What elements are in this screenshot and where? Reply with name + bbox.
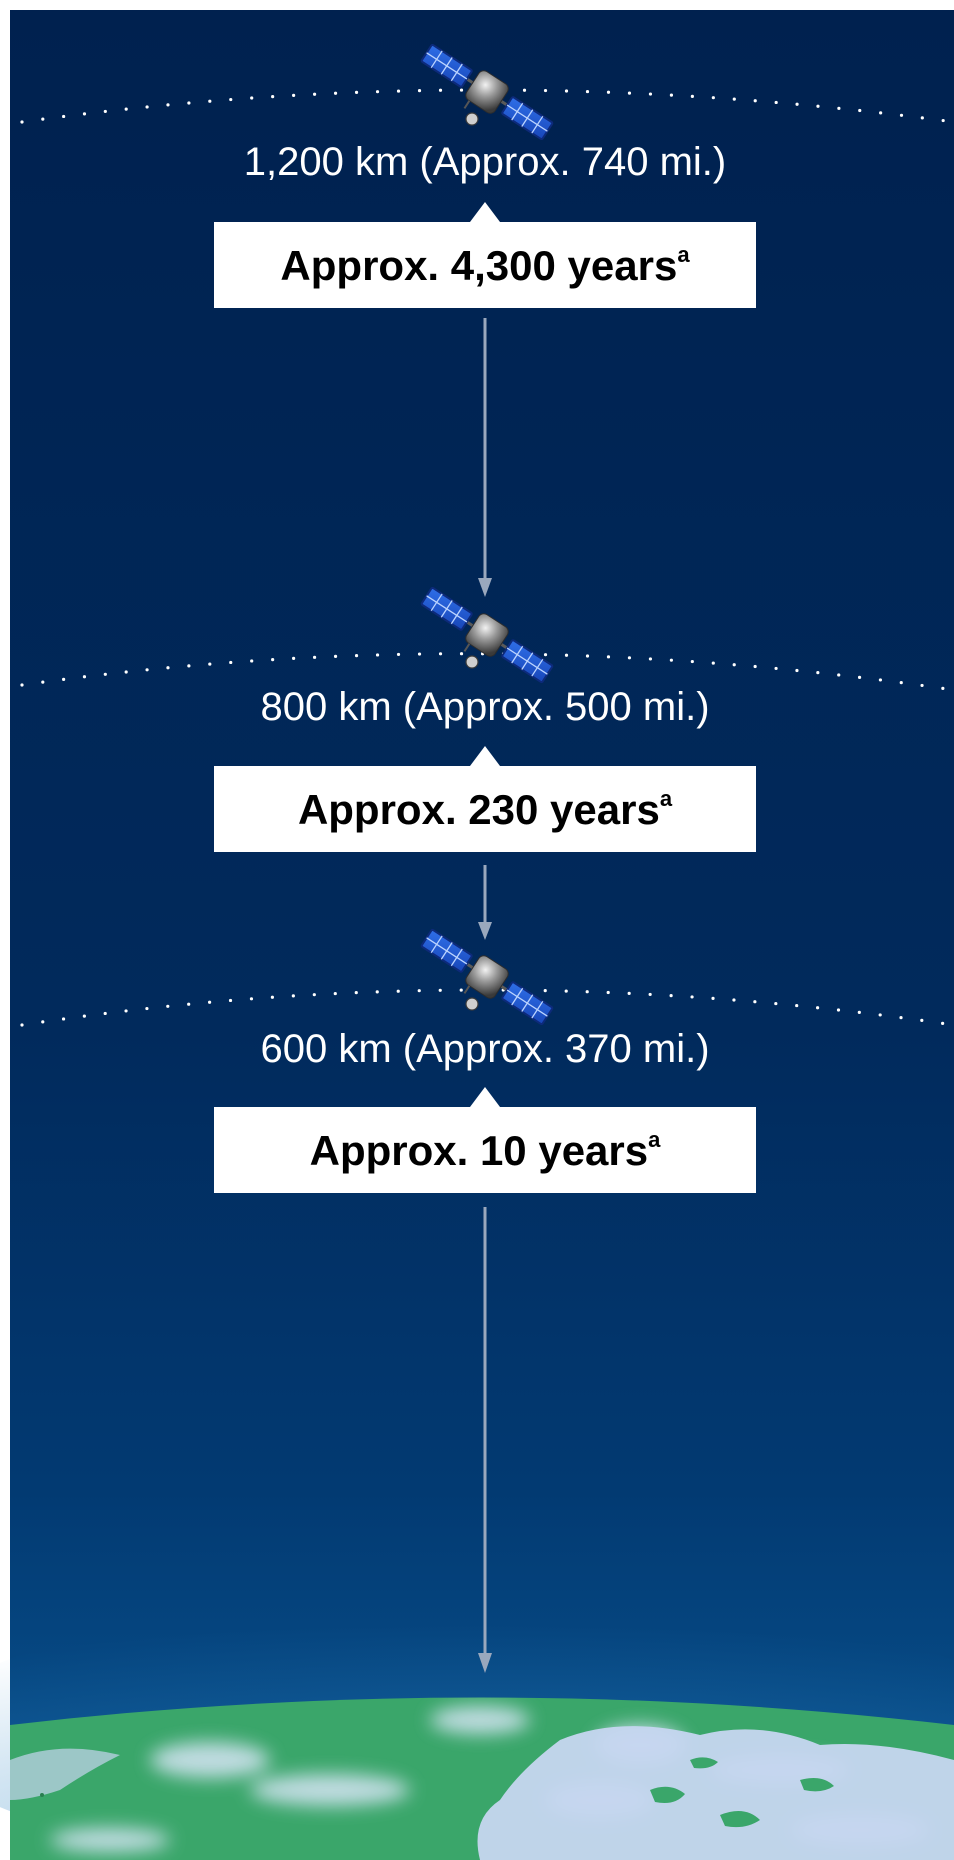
- orbit-600km: [20, 988, 954, 1027]
- duration-value: Approx. 10 years: [310, 1127, 649, 1174]
- earth-illustration: [10, 1697, 954, 1860]
- duration-callout-600km: Approx. 10 yearsa: [214, 1087, 756, 1193]
- duration-text-800km: Approx. 230 yearsa: [298, 786, 673, 833]
- duration-callout-1200km: Approx. 4,300 yearsa: [214, 202, 756, 308]
- duration-text-1200km: Approx. 4,300 yearsa: [280, 242, 690, 289]
- space-background: [10, 10, 954, 1860]
- duration-value: Approx. 230 years: [298, 786, 660, 833]
- footnote-mark: a: [660, 786, 673, 811]
- footnote-mark: a: [648, 1127, 661, 1152]
- altitude-label-1200km: 1,200 km (Approx. 740 mi.): [244, 140, 726, 184]
- footnote-mark: a: [677, 242, 690, 267]
- duration-text-600km: Approx. 10 yearsa: [310, 1127, 662, 1174]
- decay-arrow-2: [478, 865, 492, 940]
- duration-callout-800km: Approx. 230 yearsa: [214, 746, 756, 852]
- altitude-label-600km: 600 km (Approx. 370 mi.): [260, 1027, 709, 1071]
- duration-value: Approx. 4,300 years: [280, 242, 677, 289]
- altitude-label-800km: 800 km (Approx. 500 mi.): [260, 685, 709, 729]
- decay-arrow-1: [478, 318, 492, 597]
- decay-arrow-3: [478, 1207, 492, 1673]
